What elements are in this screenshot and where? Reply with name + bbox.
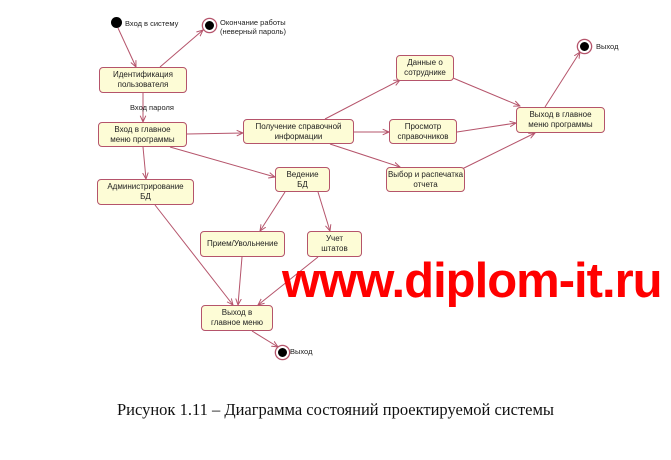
- transition-arrow: [329, 143, 400, 167]
- start-label: Вход в систему: [125, 19, 179, 28]
- end-bottom-label: Выход: [290, 347, 313, 356]
- transition-arrow: [260, 191, 286, 231]
- transition-arrow: [317, 191, 330, 231]
- transition-arrow: [117, 27, 136, 67]
- transition-arrow: [544, 52, 580, 108]
- state-exit-main-menu-right: Выход в главное меню программы: [516, 107, 605, 133]
- transition-arrow: [159, 30, 203, 68]
- transition-arrow: [456, 123, 516, 133]
- end-fail-label: Окончание работы (неверный пароль): [220, 18, 287, 36]
- transition-arrow: [459, 133, 535, 171]
- state-view-references: Просмотр справочников: [389, 119, 457, 144]
- state-staff-accounting: Учет штатов: [307, 231, 362, 257]
- state-hire-fire: Прием/Увольнение: [200, 231, 285, 257]
- figure-caption: Рисунок 1.11 – Диаграмма состояний проек…: [116, 400, 555, 419]
- state-db-maintenance: Ведение БД: [275, 167, 330, 192]
- end-state-bottom-icon: [276, 346, 289, 359]
- watermark: www.diplom-it.ru: [282, 254, 663, 308]
- transition-arrow: [143, 146, 146, 179]
- state-identification: Идентификация пользователя: [99, 67, 187, 93]
- end-right-label: Выход: [596, 42, 619, 51]
- state-employee-data: Данные о сотруднике: [396, 55, 454, 81]
- start-state-icon: [111, 17, 122, 28]
- transition-arrow: [169, 146, 275, 177]
- state-db-admin: Администрирование БД: [97, 179, 194, 205]
- end-state-fail-icon: [203, 19, 216, 32]
- transition-arrow: [258, 256, 319, 305]
- edge-label-password: Вход пароля: [130, 103, 174, 112]
- state-report-print: Выбор и распечатка отчета: [386, 167, 465, 192]
- transition-arrow: [452, 77, 520, 106]
- end-state-right-icon: [578, 40, 591, 53]
- transition-arrow: [154, 204, 233, 305]
- state-main-menu: Вход в главное меню программы: [98, 122, 187, 147]
- transition-arrow: [251, 330, 278, 347]
- state-reference-info: Получение справочной информации: [243, 119, 354, 144]
- transition-arrow: [186, 133, 243, 134]
- transition-arrow: [238, 256, 243, 305]
- state-exit-main-menu-bottom: Выход в главное меню: [201, 305, 273, 331]
- transition-arrow: [324, 80, 400, 120]
